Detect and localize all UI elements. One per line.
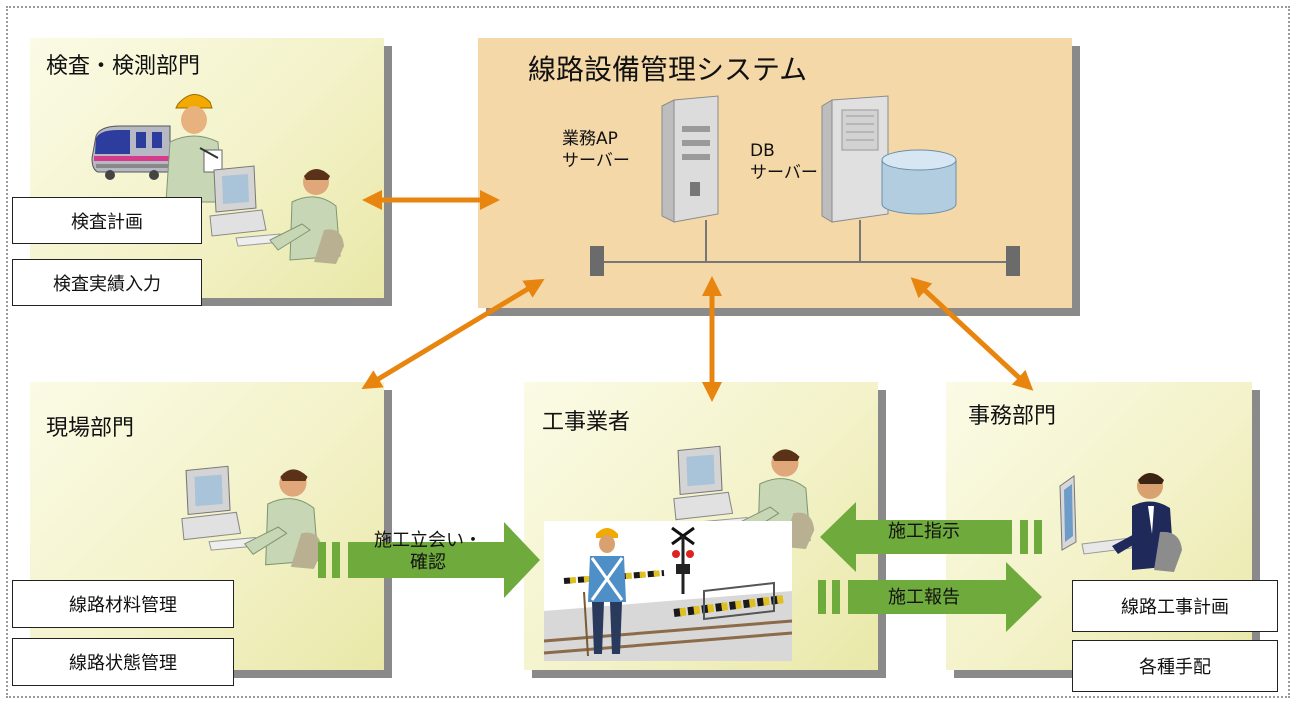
inspection-department-title: 検査・検測部門 xyxy=(46,54,201,79)
operator-icon xyxy=(209,165,344,264)
task-track-material-management: 線路材料管理 xyxy=(12,580,234,628)
construction-worker-icon xyxy=(583,528,626,657)
task-various-arrangements: 各種手配 xyxy=(1072,640,1278,692)
task-inspection-results-entry: 検査実績入力 xyxy=(12,259,202,306)
green-arrow-instruction xyxy=(820,502,1042,572)
report-label: 施工報告 xyxy=(888,587,960,608)
instruction-label: 施工指示 xyxy=(888,521,960,542)
task-track-condition-management: 線路状態管理 xyxy=(12,638,234,686)
field-operator-icon xyxy=(181,465,323,569)
worker-icon xyxy=(165,94,223,203)
green-arrow-report xyxy=(818,562,1042,632)
contractor-title: 工事業者 xyxy=(542,410,631,435)
diagram-frame xyxy=(6,6,1290,698)
system-title: 線路設備管理システム xyxy=(528,53,808,86)
server-icon xyxy=(661,95,719,223)
witness-confirmation-label: 施工立会い・確認 xyxy=(374,530,482,573)
office-worker-icon xyxy=(1059,473,1182,572)
arrow-system-office xyxy=(910,277,1034,391)
arrow-system-field xyxy=(361,278,545,390)
database-icon xyxy=(881,149,957,215)
train-icon xyxy=(91,125,171,180)
db-server-icon xyxy=(821,95,889,223)
network-line xyxy=(590,220,1020,276)
construction-site-image xyxy=(543,521,793,661)
task-inspection-planning: 検査計画 xyxy=(12,197,202,244)
office-department-title: 事務部門 xyxy=(968,404,1057,429)
railroad-crossing-icon xyxy=(671,526,695,594)
green-arrow-witness xyxy=(318,522,540,598)
task-track-construction-plan: 線路工事計画 xyxy=(1072,580,1278,632)
field-department-title: 現場部門 xyxy=(46,416,135,441)
